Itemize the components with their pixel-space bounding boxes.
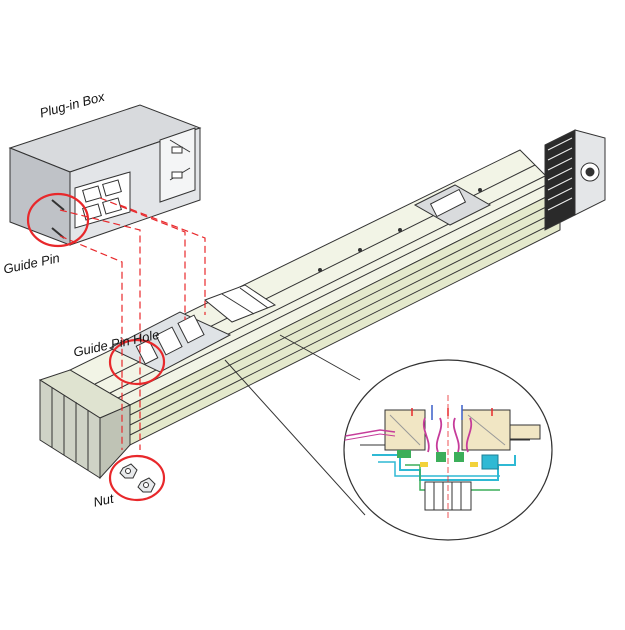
alignment-leaders — [59, 197, 206, 450]
nuts — [119, 463, 156, 493]
busway-trunk — [38, 149, 561, 480]
busway-end-housing — [544, 129, 606, 231]
guide-pin-circle — [26, 192, 90, 248]
plug-in-box — [8, 104, 202, 246]
highlight-circles — [26, 192, 166, 502]
nut-circle — [108, 454, 166, 502]
guide-pin-hole-circle — [108, 338, 166, 386]
magnifier-callout — [224, 334, 553, 541]
